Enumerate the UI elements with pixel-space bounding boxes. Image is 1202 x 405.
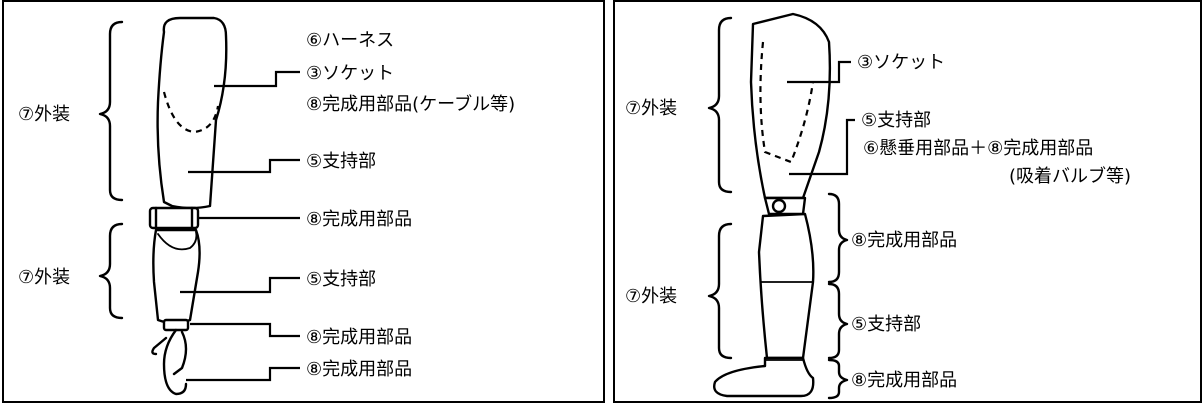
knee-axis — [771, 198, 787, 214]
leader-wrist — [190, 322, 300, 338]
leader-socket — [787, 60, 851, 84]
upper-limb-prosthesis-panel: ⑥ハーネス ③ソケット ⑧完成用部品(ケーブル等) ⑤支持部 ⑧完成用部品 ⑤支… — [2, 0, 605, 403]
brace-cosmetic-upper — [707, 16, 733, 194]
brace-cosmetic-lower — [707, 222, 733, 360]
label-socket: ③ソケット — [306, 63, 394, 84]
label-support-lower: ⑤支持部 — [851, 314, 921, 335]
leader-support-upper — [789, 118, 855, 176]
label-cosmetic-upper: ⑦外装 — [18, 104, 70, 125]
thigh-socket-shape — [749, 12, 832, 200]
label-harness: ⑥ハーネス — [306, 30, 394, 51]
leader-support-upper — [188, 158, 300, 174]
label-finishing-knee: ⑧完成用部品 — [851, 230, 957, 251]
lower-limb-prosthesis-diagram: ③ソケット ⑤支持部 ⑥懸垂用部品＋⑧完成用部品 (吸着バルブ等) ⑧完成用部品… — [625, 12, 1131, 400]
label-support-lower: ⑤支持部 — [306, 269, 376, 290]
upper-limb-prosthesis-diagram: ⑥ハーネス ③ソケット ⑧完成用部品(ケーブル等) ⑤支持部 ⑧完成用部品 ⑤支… — [18, 16, 515, 396]
label-support-upper: ⑤支持部 — [861, 110, 931, 131]
forearm-socket-trim — [157, 231, 198, 251]
brace-finishing-knee — [827, 192, 849, 284]
label-finishing-elbow: ⑧完成用部品 — [306, 209, 412, 230]
wrist-unit-shape — [162, 318, 190, 332]
socket-inner-outline — [759, 41, 815, 164]
foot-shape — [713, 356, 815, 398]
socket-inner-outline — [162, 91, 220, 134]
brace-lower-cosmetic — [98, 222, 124, 320]
hook-terminal-device — [151, 328, 188, 396]
upper-arm-socket-shape — [156, 16, 228, 210]
label-suspension-note: (吸着バルブ等) — [1009, 165, 1131, 187]
shin-shape — [757, 212, 815, 360]
brace-finishing-foot — [827, 358, 849, 400]
brace-support-lower — [827, 282, 849, 360]
label-finishing-wrist: ⑧完成用部品 — [306, 327, 412, 348]
label-cosmetic-lower: ⑦外装 — [625, 286, 677, 307]
lower-limb-prosthesis-panel: ③ソケット ⑤支持部 ⑥懸垂用部品＋⑧完成用部品 (吸着バルブ等) ⑧完成用部品… — [613, 0, 1202, 403]
leader-socket — [214, 70, 300, 88]
label-cosmetic-lower: ⑦外装 — [18, 267, 70, 288]
label-suspension: ⑥懸垂用部品＋⑧完成用部品 — [863, 138, 1093, 159]
label-socket: ③ソケット — [857, 52, 945, 73]
leader-hook — [186, 366, 300, 382]
label-support-upper: ⑤支持部 — [306, 151, 376, 172]
forearm-shell-shape — [152, 228, 201, 325]
brace-upper-cosmetic — [98, 20, 124, 202]
label-cosmetic-upper: ⑦外装 — [625, 98, 677, 119]
label-finishing-hook: ⑧完成用部品 — [306, 359, 412, 380]
label-finishing-foot: ⑧完成用部品 — [851, 370, 957, 391]
leader-support-lower — [180, 276, 300, 294]
label-finishing-cable: ⑧完成用部品(ケーブル等) — [306, 93, 515, 115]
